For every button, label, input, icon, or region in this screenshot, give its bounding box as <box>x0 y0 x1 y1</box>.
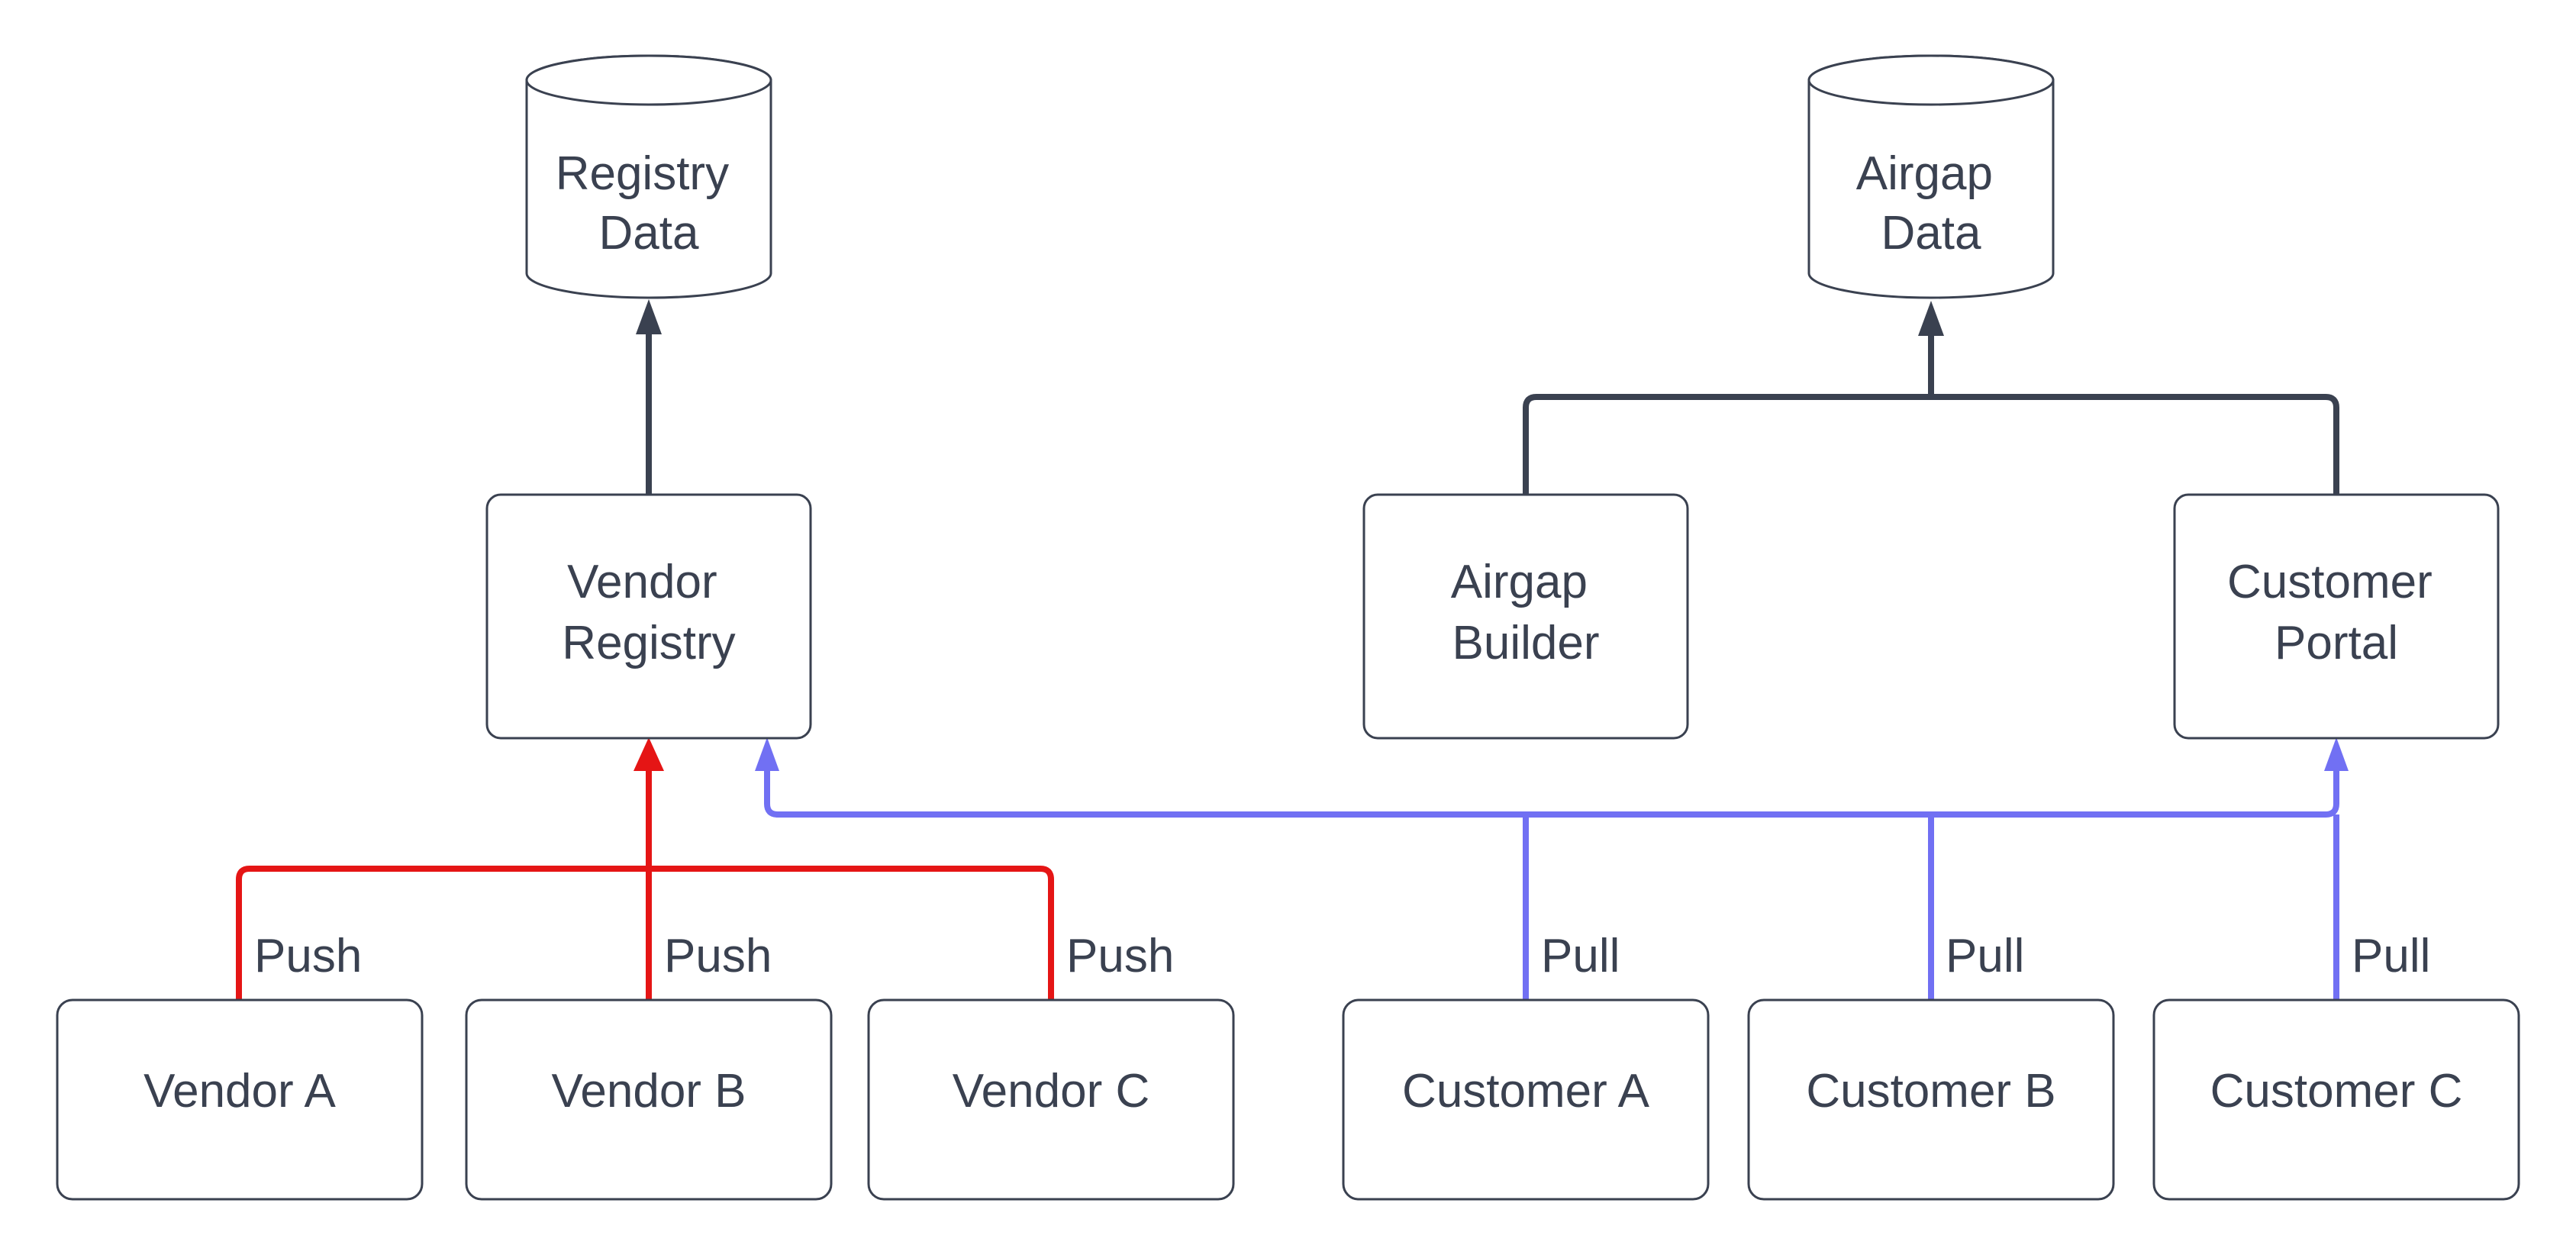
pull-label-customer-c: Pull <box>2352 930 2430 982</box>
node-airgap-data: Airgap Data <box>1807 54 2055 299</box>
vendor-a-box <box>56 998 424 1201</box>
arrowhead-airgap-data <box>1918 301 1944 336</box>
arrowhead-pull-vendor-registry <box>755 737 779 771</box>
customer-a-label: Customer A <box>1402 1065 1650 1118</box>
customer-a-box <box>1342 998 1710 1201</box>
pull-label-customer-b: Pull <box>1946 930 2024 982</box>
node-customer-a: Customer A <box>1342 998 1710 1201</box>
registry-data-cylinder-top <box>525 54 772 106</box>
customer-b-box <box>1747 998 2115 1201</box>
arrowhead-pull-customer-portal <box>2324 737 2349 771</box>
airgap-data-cylinder-top <box>1807 54 2055 106</box>
pull-label-customer-a: Pull <box>1541 930 1620 982</box>
vendor-registry-label: Vendor Registry <box>562 556 735 669</box>
edge-pull-bus <box>764 768 2339 818</box>
node-customer-portal: Customer Portal <box>2173 493 2500 740</box>
push-label-vendor-c: Push <box>1066 930 1174 982</box>
arrowhead-registry-data <box>636 299 662 334</box>
node-customer-c: Customer C <box>2152 998 2520 1201</box>
node-vendor-b: Vendor B <box>465 998 833 1201</box>
node-registry-data: Registry Data <box>525 54 772 299</box>
customer-portal-box <box>2173 493 2500 740</box>
edge-group-pull <box>755 737 2349 1000</box>
vendor-b-box <box>465 998 833 1201</box>
vendor-a-label: Vendor A <box>143 1065 336 1118</box>
edge-labels: Push Push Push Pull Pull Pull <box>254 930 2430 982</box>
node-airgap-builder: Airgap Builder <box>1362 493 1689 740</box>
node-customer-b: Customer B <box>1747 998 2115 1201</box>
push-label-vendor-a: Push <box>254 930 362 982</box>
node-vendor-c: Vendor C <box>867 998 1235 1201</box>
airgap-data-label: Airgap Data <box>1856 147 2006 260</box>
vendor-b-label: Vendor B <box>551 1065 746 1118</box>
edge-builder-portal-trunk <box>1523 394 2339 495</box>
airgap-builder-box <box>1362 493 1689 740</box>
node-vendor-a: Vendor A <box>56 998 424 1201</box>
edge-group-push <box>236 737 1054 1000</box>
vendor-c-label: Vendor C <box>953 1065 1150 1118</box>
registry-data-label: Registry Data <box>556 147 743 260</box>
vendor-c-box <box>867 998 1235 1201</box>
airgap-builder-label: Airgap Builder <box>1451 556 1601 669</box>
customer-c-box <box>2152 998 2520 1201</box>
push-label-vendor-b: Push <box>664 930 772 982</box>
customer-portal-label: Customer Portal <box>2227 556 2445 669</box>
vendor-registry-box <box>485 493 812 740</box>
customer-c-label: Customer C <box>2210 1065 2463 1118</box>
node-vendor-registry: Vendor Registry <box>485 493 812 740</box>
edge-group-dark <box>636 299 2339 495</box>
edge-push-bus <box>236 866 1054 1000</box>
customer-b-label: Customer B <box>1806 1065 2055 1118</box>
arrowhead-push-vendor-registry <box>634 737 664 771</box>
